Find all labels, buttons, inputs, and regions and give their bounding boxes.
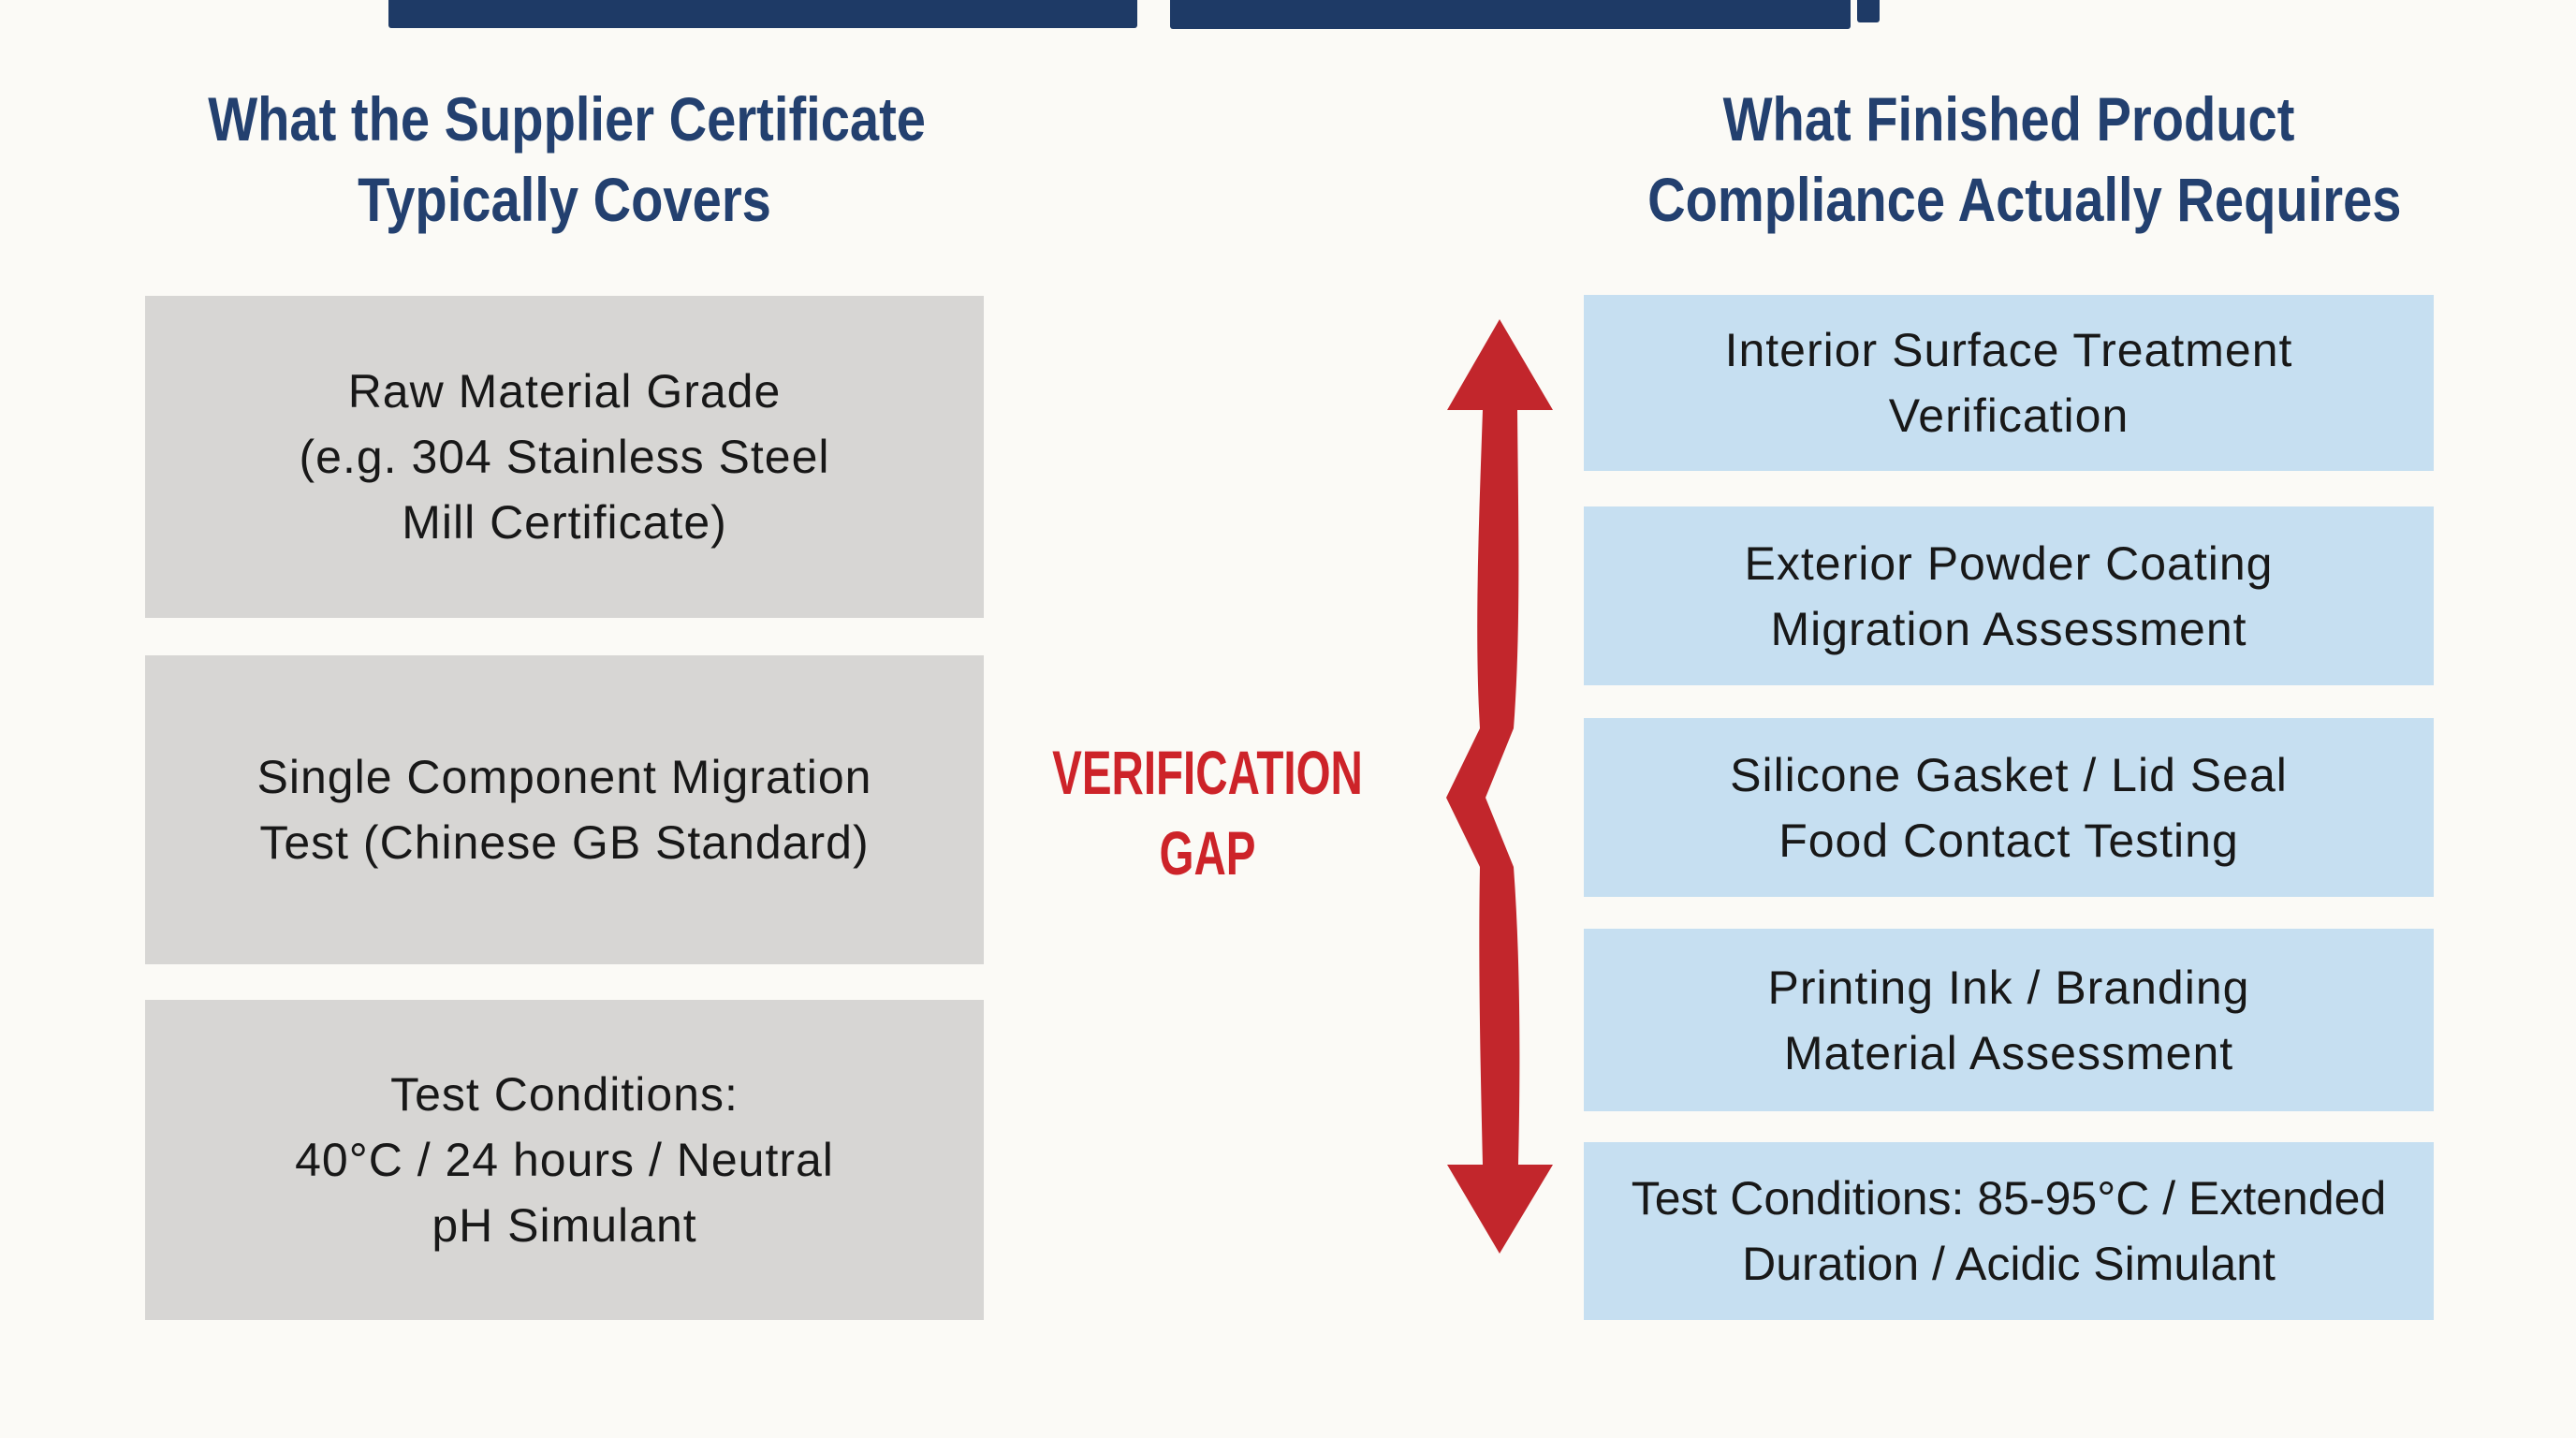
requirement-box-silicone-gasket: Silicone Gasket / Lid Seal Food Contact …	[1584, 718, 2434, 897]
top-cropped-text-artifact-1	[388, 0, 1137, 28]
box-text-line: (e.g. 304 Stainless Steel	[299, 431, 830, 483]
requirement-box-test-conditions: Test Conditions: 85-95°C / Extended Dura…	[1584, 1142, 2434, 1320]
gap-label-line-1: VERIFICATION	[1052, 738, 1363, 807]
box-text-line: Test Conditions: 85-95°C / Extended	[1631, 1172, 2387, 1225]
right-title-line-1: What Finished Product	[1722, 84, 2295, 154]
box-text-line: Test Conditions:	[390, 1068, 739, 1121]
left-column-title: What the Supplier Certificate Typically …	[145, 79, 984, 240]
right-column-title: What Finished Product Compliance Actuall…	[1584, 79, 2434, 240]
box-text-line: Silicone Gasket / Lid Seal	[1730, 748, 2288, 801]
gap-label-line-2: GAP	[1159, 818, 1256, 888]
box-text-line: Interior Surface Treatment	[1724, 324, 2293, 376]
box-text-line: Test (Chinese GB Standard)	[259, 816, 870, 869]
supplier-box-raw-material: Raw Material Grade (e.g. 304 Stainless S…	[145, 296, 984, 618]
right-title-line-2: Compliance Actually Requires	[1647, 165, 2402, 234]
double-headed-arrow-icon	[1446, 319, 1553, 1254]
box-text-line: Duration / Acidic Simulant	[1742, 1238, 2276, 1290]
box-text-line: Mill Certificate)	[402, 496, 727, 549]
box-text-line: Exterior Powder Coating	[1744, 536, 2274, 590]
box-text-line: 40°C / 24 hours / Neutral	[295, 1134, 834, 1186]
box-text-line: Single Component Migration	[256, 751, 872, 803]
supplier-box-single-component: Single Component Migration Test (Chinese…	[145, 655, 984, 964]
left-title-line-1: What the Supplier Certificate	[208, 84, 927, 154]
box-text-line: Migration Assessment	[1770, 602, 2247, 655]
requirement-box-printing-ink: Printing Ink / Branding Material Assessm…	[1584, 929, 2434, 1111]
requirement-box-powder-coating: Exterior Powder Coating Migration Assess…	[1584, 506, 2434, 685]
verification-gap-label: VERIFICATION GAP	[973, 732, 1442, 893]
box-text-line: Food Contact Testing	[1778, 814, 2239, 867]
supplier-box-test-conditions: Test Conditions: 40°C / 24 hours / Neutr…	[145, 1000, 984, 1320]
left-title-line-2: Typically Covers	[358, 165, 771, 234]
box-text-line: pH Simulant	[432, 1199, 697, 1252]
box-text-line: Material Assessment	[1783, 1026, 2234, 1079]
requirement-box-interior-surface: Interior Surface Treatment Verification	[1584, 295, 2434, 471]
top-cropped-text-artifact-2	[1170, 0, 1851, 29]
box-text-line: Verification	[1888, 389, 2130, 442]
top-cropped-text-artifact-3	[1857, 0, 1880, 22]
box-text-line: Raw Material Grade	[347, 365, 782, 418]
box-text-line: Printing Ink / Branding	[1767, 961, 2250, 1014]
